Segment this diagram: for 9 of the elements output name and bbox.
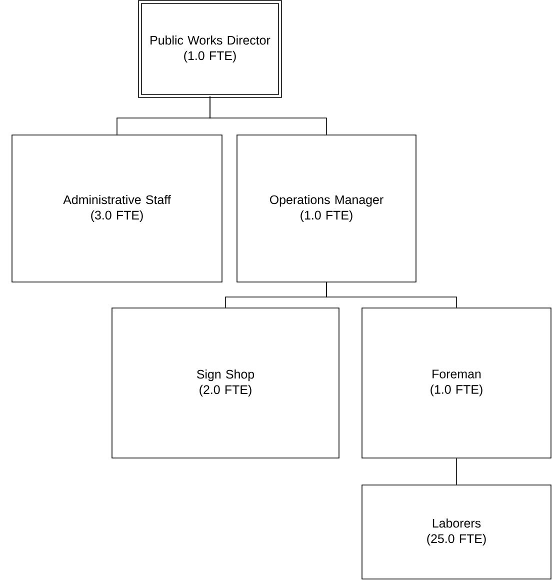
org-box: Public Works Director (1.0 FTE) <box>138 0 282 98</box>
connector-line <box>326 282 457 308</box>
org-box: Laborers (25.0 FTE) <box>362 484 552 580</box>
org-box: Operations Manager (1.0 FTE) <box>236 134 416 282</box>
connector-line <box>210 96 327 135</box>
org-box: Sign Shop (2.0 FTE) <box>112 308 340 458</box>
org-box: Administrative Staff (3.0 FTE) <box>12 134 222 282</box>
connector-line <box>456 458 457 485</box>
org-box: Foreman (1.0 FTE) <box>362 308 552 458</box>
